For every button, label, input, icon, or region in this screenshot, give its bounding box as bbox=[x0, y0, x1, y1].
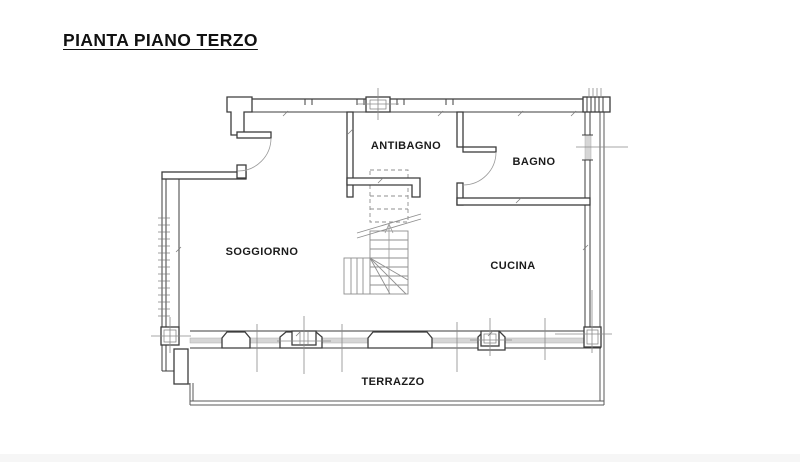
column-marker-icon bbox=[582, 88, 611, 113]
staircase-icon bbox=[343, 169, 422, 295]
room-labels: SOGGIORNO ANTIBAGNO BAGNO CUCINA TERRAZZ… bbox=[226, 140, 556, 388]
wall-tick-marks bbox=[175, 110, 589, 337]
column-marker-icon bbox=[151, 317, 191, 353]
structural-columns bbox=[151, 88, 612, 374]
left-wall-hatch bbox=[158, 217, 170, 317]
pier bbox=[367, 331, 433, 349]
interior-walls bbox=[346, 111, 591, 206]
room-label-antibagno: ANTIBAGNO bbox=[371, 140, 441, 152]
glazed-terrace-front bbox=[189, 318, 585, 372]
entrance-door-swing-icon bbox=[236, 131, 272, 172]
room-label-soggiorno: SOGGIORNO bbox=[226, 246, 299, 258]
column-marker-icon bbox=[277, 316, 331, 374]
stair-up-arrow-icon bbox=[384, 223, 394, 294]
room-label-terrazzo: TERRAZZO bbox=[361, 376, 424, 388]
right-wall-window-icon bbox=[576, 134, 628, 161]
column-marker-icon bbox=[470, 318, 512, 356]
bottom-fade-band bbox=[0, 454, 800, 462]
pier bbox=[221, 331, 251, 349]
page-title: PIANTA PIANO TERZO bbox=[63, 30, 258, 50]
column-marker-icon bbox=[555, 290, 612, 353]
room-label-cucina: CUCINA bbox=[490, 260, 535, 272]
duct-shaft bbox=[173, 348, 189, 385]
terrace-boundary bbox=[189, 383, 604, 406]
column-marker-icon bbox=[357, 88, 399, 120]
room-label-bagno: BAGNO bbox=[513, 156, 556, 168]
bagno-door-swing-icon bbox=[462, 146, 497, 186]
entrance-pier bbox=[226, 96, 253, 136]
